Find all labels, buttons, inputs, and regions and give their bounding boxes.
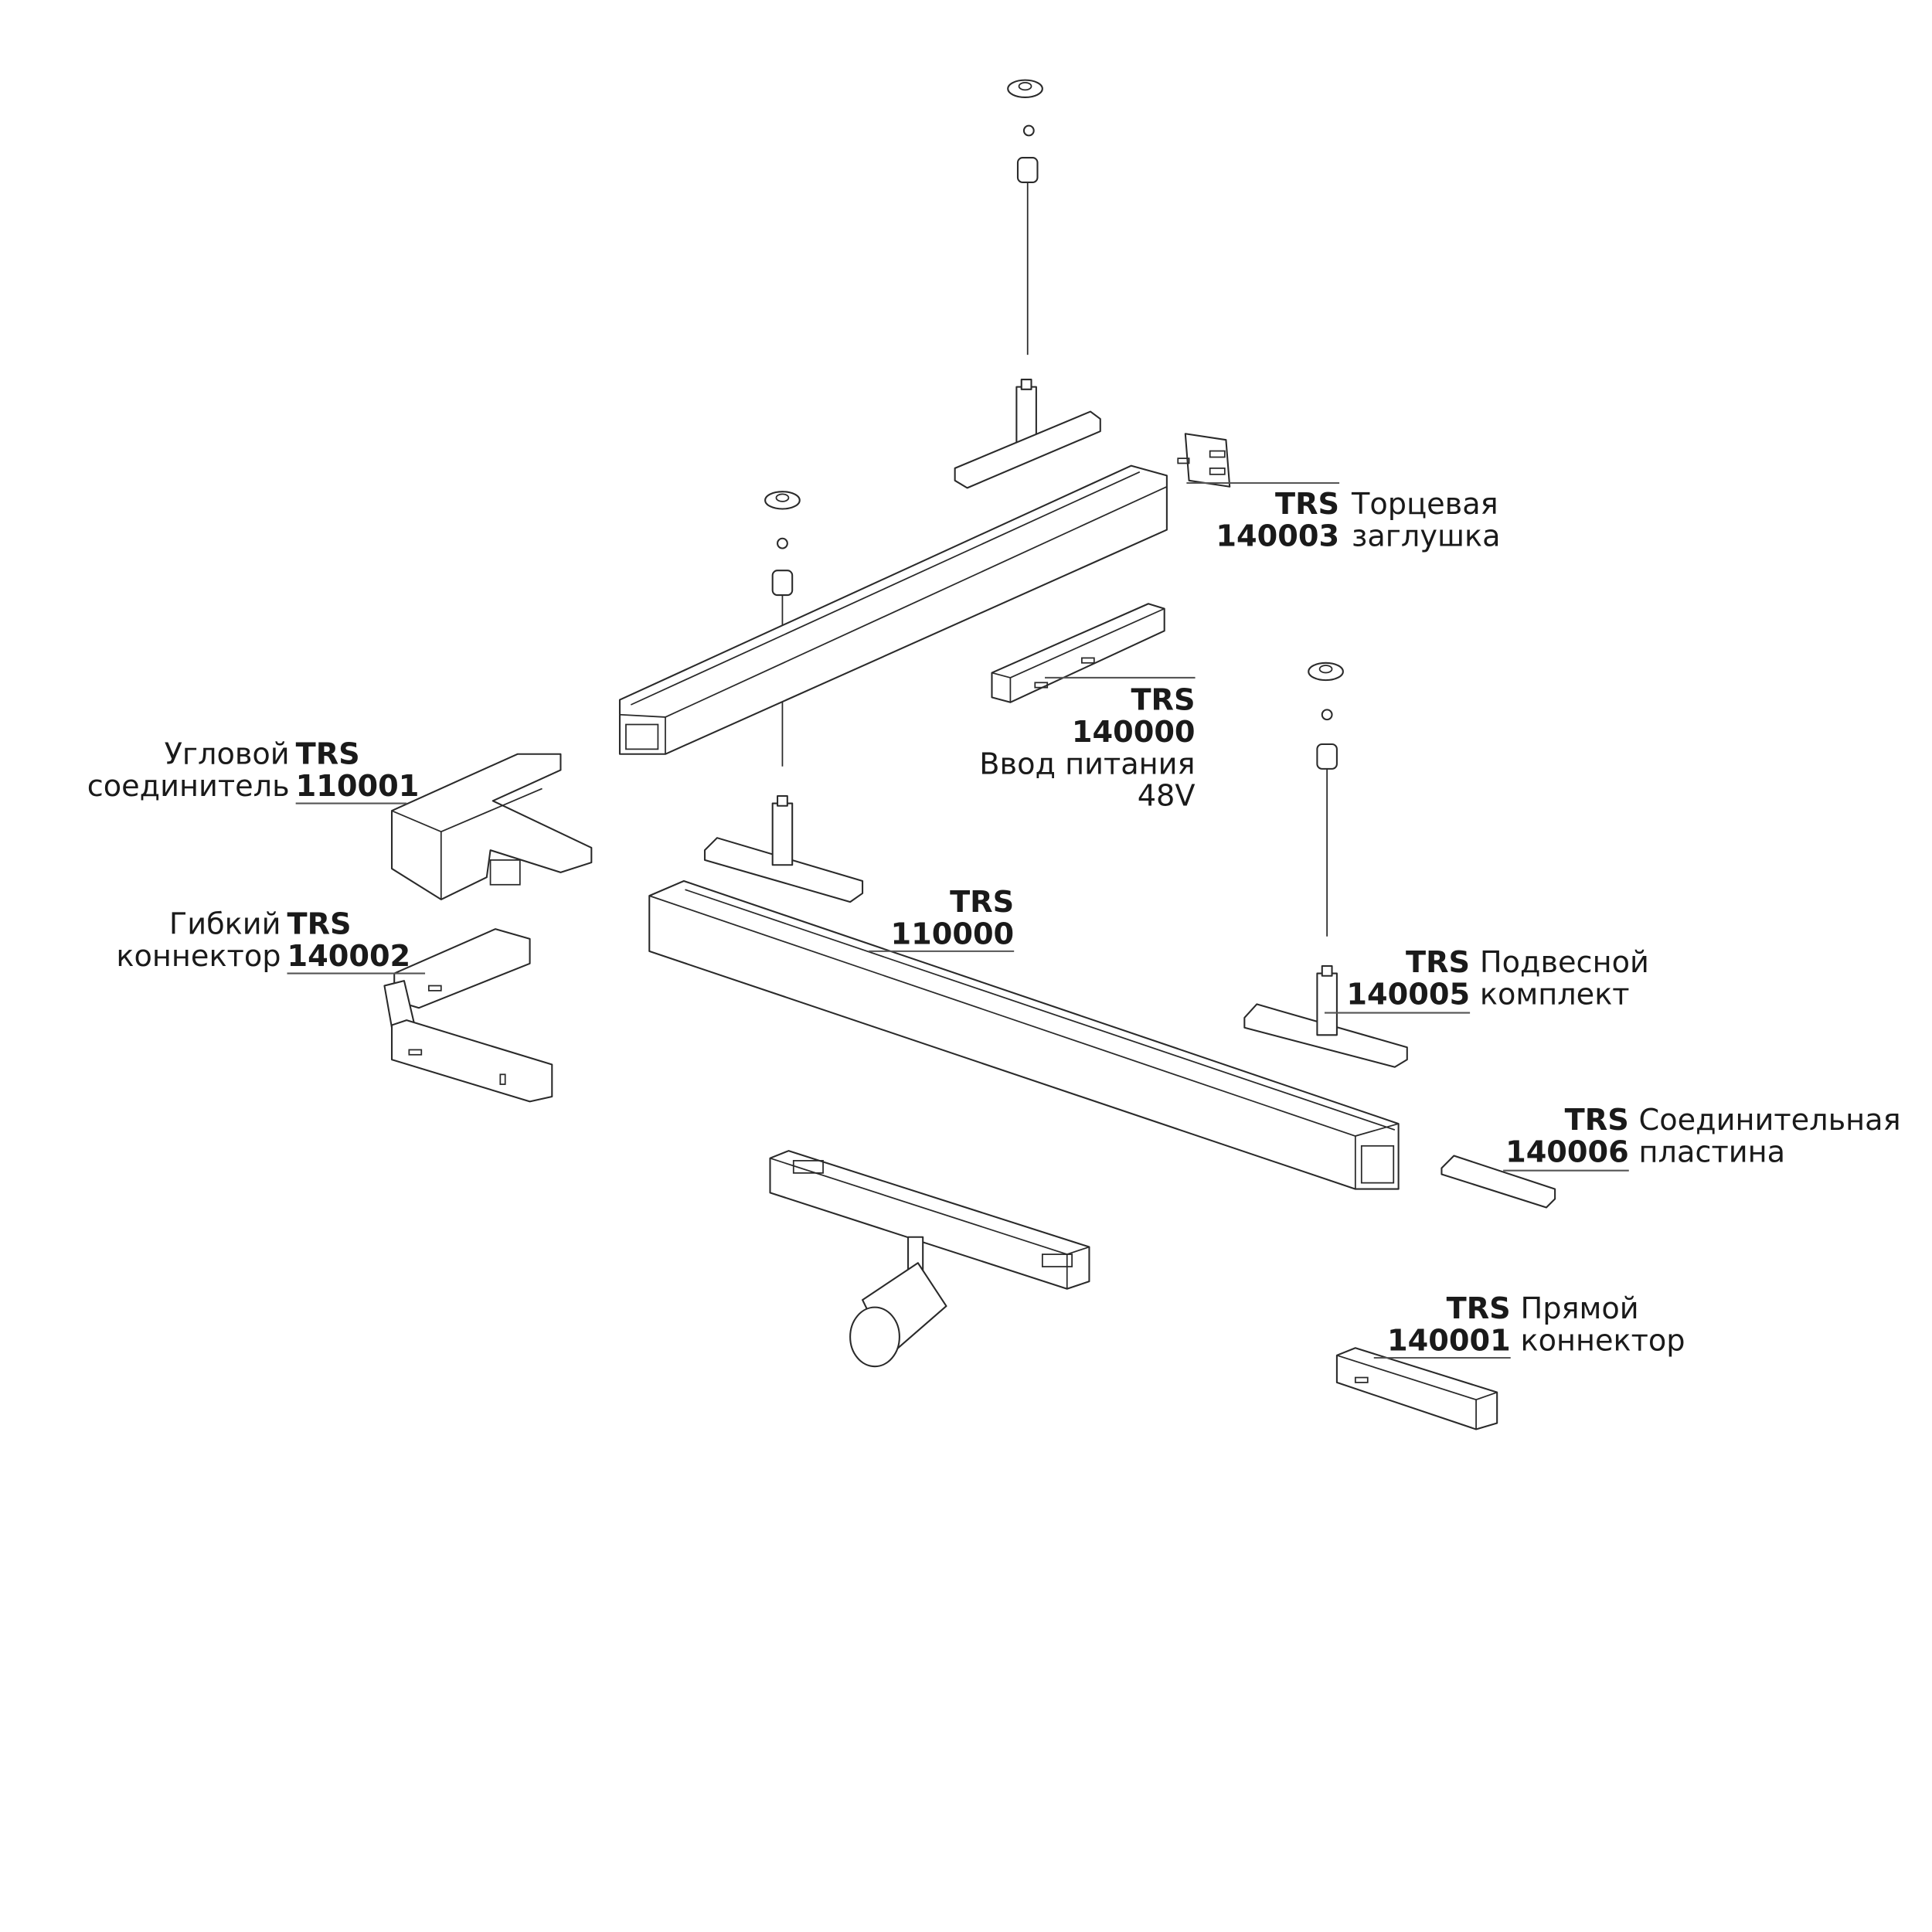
desc-line2: 48V xyxy=(1138,779,1196,814)
brand: TRS xyxy=(1131,682,1195,717)
desc-line2: пластина xyxy=(1639,1135,1786,1170)
label-140002: Гибкий TRS коннектор 140002 xyxy=(116,907,410,974)
brand: TRS xyxy=(1275,487,1339,522)
label-110000: TRS 110000 xyxy=(890,885,1014,951)
desc-line2: коннектор xyxy=(1520,1323,1685,1358)
brand: TRS xyxy=(287,907,351,942)
desc-line1: Торцевая xyxy=(1351,487,1498,522)
power-feed-part xyxy=(991,603,1165,703)
code: 140002 xyxy=(287,939,410,974)
code: 110001 xyxy=(296,769,420,804)
brand: TRS xyxy=(950,885,1014,920)
desc-line2: заглушка xyxy=(1352,519,1501,553)
desc-line1: Соединительная xyxy=(1639,1103,1901,1138)
corner-connector-part xyxy=(390,753,593,900)
desc-line1: Угловой xyxy=(165,737,290,772)
flexible-connector-part xyxy=(383,928,553,1103)
desc-line2: соединитель xyxy=(87,769,290,804)
brand: TRS xyxy=(1447,1291,1511,1326)
label-140000: TRS 140000 Ввод питания 48V xyxy=(979,682,1195,813)
desc-line1: Прямой xyxy=(1520,1291,1638,1326)
suspension-set-middle xyxy=(703,491,864,903)
code: 110000 xyxy=(890,917,1014,951)
desc-line1: Подвесной xyxy=(1480,945,1649,980)
label-110001: Угловой TRS соединитель 110001 xyxy=(87,737,420,804)
lower-track xyxy=(648,879,1400,1190)
label-140005: TRS Подвесной 140005 комплект xyxy=(1346,945,1648,1012)
code: 140000 xyxy=(1072,715,1196,750)
label-140006: TRS Соединительная 140006 пластина xyxy=(1505,1103,1901,1169)
code: 140001 xyxy=(1387,1323,1511,1358)
straight-connector-part xyxy=(1335,1347,1498,1430)
suspension-set-right xyxy=(1243,662,1408,1068)
desc-line2: комплект xyxy=(1480,977,1630,1012)
code: 140006 xyxy=(1505,1135,1629,1170)
code: 140003 xyxy=(1216,519,1339,553)
suspension-set-top xyxy=(954,79,1101,489)
connecting-plate-part xyxy=(1440,1155,1556,1209)
brand: TRS xyxy=(1565,1103,1629,1138)
desc-line1: Гибкий xyxy=(169,907,281,942)
label-140001: TRS Прямой 140001 коннектор xyxy=(1387,1291,1685,1358)
label-140003: TRS Торцевая 140003 заглушка xyxy=(1216,487,1500,553)
brand: TRS xyxy=(1406,945,1470,980)
brand: TRS xyxy=(296,737,360,772)
desc-line1: Ввод питания xyxy=(979,747,1195,781)
end-cap-part xyxy=(1177,433,1231,488)
code: 140005 xyxy=(1346,977,1470,1012)
leader-lines xyxy=(287,481,1629,1359)
spotlight-part xyxy=(769,1150,1090,1368)
upper-track xyxy=(618,464,1168,755)
desc-line2: коннектор xyxy=(116,939,281,974)
